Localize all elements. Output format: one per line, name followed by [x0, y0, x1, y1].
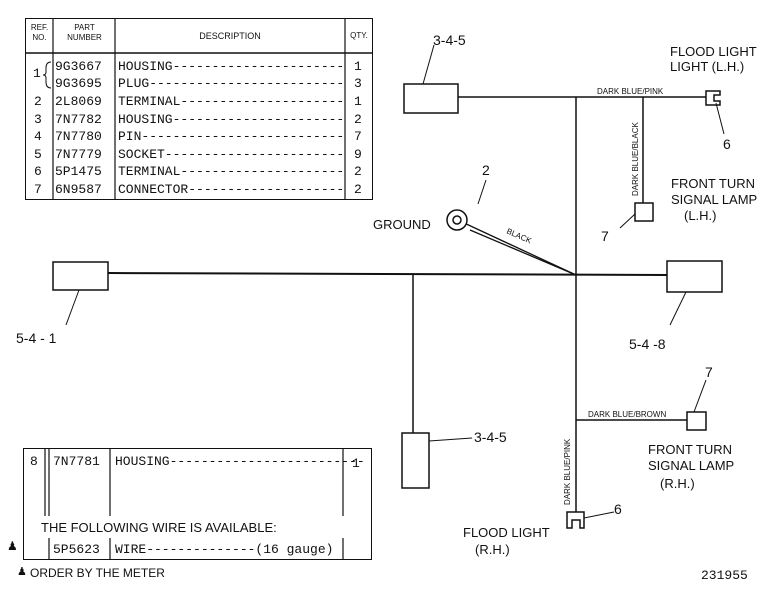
row-qty: 3: [354, 76, 362, 91]
lh-flood-terminal-icon: [705, 90, 721, 106]
main-horizontal-wire: [107, 272, 668, 276]
header-description: DESCRIPTION: [199, 31, 261, 41]
callout-ref6-bottom: 6: [614, 501, 622, 517]
wire-table-ref: 8: [30, 454, 38, 469]
row-part: 7N7782: [55, 112, 102, 127]
row-ref: 1: [33, 66, 41, 81]
callout-front-turn-rh-line3: (R.H.): [660, 476, 695, 491]
row-qty: 2: [354, 112, 362, 127]
row-part: 6N9587: [55, 182, 102, 197]
row-part: 5P1475: [55, 164, 102, 179]
row-qty: 7: [354, 129, 362, 144]
row-qty: 1: [354, 59, 362, 74]
rh-turn-connector: [686, 411, 707, 431]
header-part-number: PART NUMBER: [67, 23, 102, 42]
callout-front-turn-rh-line2: SIGNAL LAMP: [648, 458, 734, 473]
row-qty: 2: [354, 182, 362, 197]
row-desc: TERMINAL---------------------: [118, 94, 345, 109]
wire-table-desc: HOUSING-------------------------: [115, 454, 365, 469]
wire-table-part: 7N7781: [53, 454, 100, 469]
right-connector: [666, 260, 723, 293]
parts-table: [25, 18, 373, 200]
wire-part: 5P5623: [53, 542, 100, 557]
lh-turn-connector: [634, 202, 654, 222]
callout-flood-light-lh-line2: LIGHT (L.H.): [670, 59, 744, 74]
top-connector: [403, 83, 459, 114]
row-ref: 3: [34, 112, 42, 127]
row-desc: PIN--------------------------: [118, 129, 345, 144]
row-part: 9G3667: [55, 59, 102, 74]
callout-bottom-connector: 3-4-5: [474, 429, 507, 445]
callout-right-connector: 5-4 -8: [629, 336, 666, 352]
row-desc: HOUSING----------------------: [118, 112, 345, 127]
wire-marker-icon: ♟: [7, 539, 18, 553]
row-desc: HOUSING----------------------: [118, 59, 345, 74]
wire-desc: WIRE--------------(16 gauge): [115, 542, 334, 557]
wire-availability-note: THE FOLLOWING WIRE IS AVAILABLE:: [41, 520, 277, 535]
row-qty: 9: [354, 147, 362, 162]
callout-front-turn-lh-line1: FRONT TURN: [671, 176, 755, 191]
wire-label-black: BLACK: [505, 227, 533, 246]
row-ref: 7: [34, 182, 42, 197]
callout-front-turn-lh-line2: SIGNAL LAMP: [671, 192, 757, 207]
callout-top-connector: 3-4-5: [433, 32, 466, 48]
footnote-text: ORDER BY THE METER: [30, 566, 165, 580]
left-connector: [52, 261, 109, 291]
callout-front-turn-rh-line1: FRONT TURN: [648, 442, 732, 457]
callout-flood-light-rh-line2: (R.H.): [475, 542, 510, 557]
row-qty: 2: [354, 164, 362, 179]
row-ref: 2: [34, 94, 42, 109]
figure-number: 231955: [701, 568, 748, 583]
callout-ref7-bottom: 7: [705, 364, 713, 380]
row-ref: 6: [34, 164, 42, 179]
row-qty: 1: [354, 94, 362, 109]
bottom-connector: [401, 432, 430, 489]
callout-flood-light-lh-line1: FLOOD LIGHT: [670, 44, 757, 59]
footnote-marker-icon: ♟: [17, 566, 27, 578]
ground-terminal-inner: [452, 215, 462, 225]
row-desc: TERMINAL---------------------: [118, 164, 345, 179]
ground-wire-a: [461, 221, 577, 276]
callout-ground: GROUND: [373, 217, 431, 232]
wire-label-dark-blue-black: DARK BLUE/BLACK: [631, 122, 640, 196]
callout-front-turn-lh-line3: (L.H.): [684, 208, 717, 223]
callout-left-connector: 5-4 - 1: [16, 330, 57, 346]
row-part: 7N7780: [55, 129, 102, 144]
wire-label-dark-blue-pink-top: DARK BLUE/PINK: [597, 87, 664, 96]
row-ref: 5: [34, 147, 42, 162]
row-desc: PLUG-------------------------: [118, 76, 345, 91]
row-ref: 4: [34, 129, 42, 144]
callout-ref7-top: 7: [601, 228, 609, 244]
callout-ref6-top: 6: [723, 136, 731, 152]
row-desc: SOCKET-----------------------: [118, 147, 345, 162]
wire-table-qty: 1: [352, 456, 360, 471]
row-part: 2L8069: [55, 94, 102, 109]
rh-flood-terminal-icon: [566, 511, 585, 529]
ground-wire-b: [469, 229, 577, 276]
row-part: 9G3695: [55, 76, 102, 91]
header-ref-no: REF. NO.: [30, 23, 49, 42]
row-desc: CONNECTOR--------------------: [118, 182, 345, 197]
wire-label-dark-blue-pink-bottom: DARK BLUE/PINK: [563, 438, 572, 505]
callout-flood-light-rh-line1: FLOOD LIGHT: [463, 525, 550, 540]
row-part: 7N7779: [55, 147, 102, 162]
callout-ref2: 2: [482, 162, 490, 178]
wire-table: [23, 448, 372, 560]
wire-label-dark-blue-brown: DARK BLUE/BROWN: [588, 410, 666, 419]
header-qty: QTY.: [350, 31, 368, 40]
